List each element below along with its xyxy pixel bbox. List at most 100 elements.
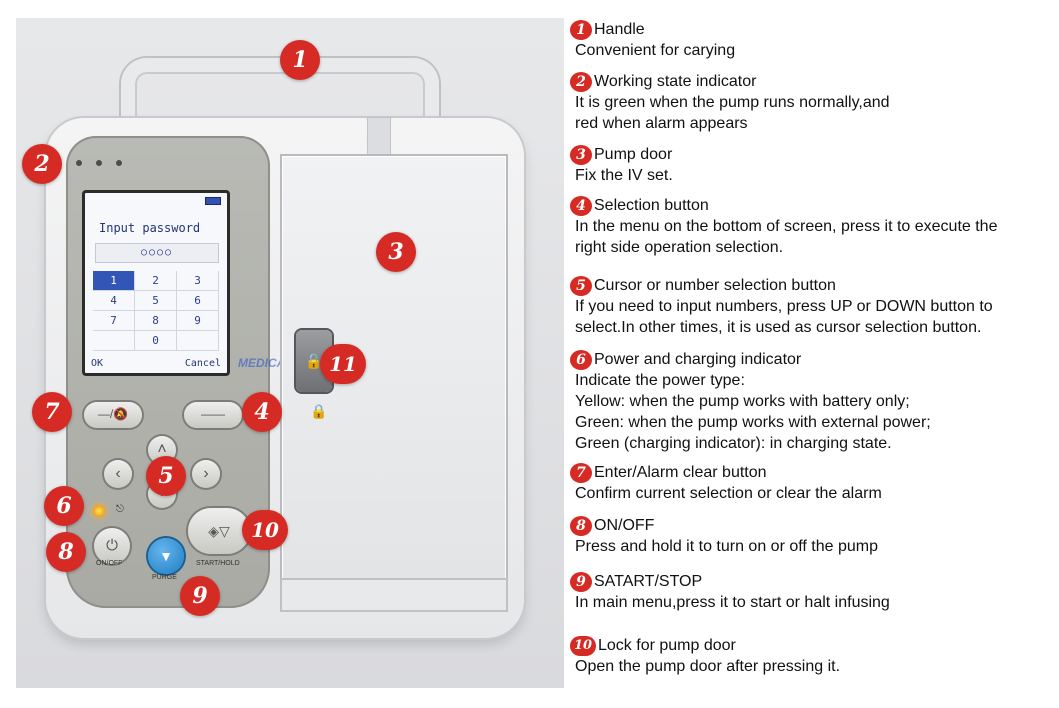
charging-icon: ⎋ [116, 504, 124, 515]
lock-icon: 🔒 [310, 403, 328, 419]
legend-entry-8: 8 ON/OFF Press and hold it to turn on or… [570, 516, 1050, 557]
legend-line: right side operation selection. [575, 239, 784, 256]
left-button[interactable]: ‹ [104, 460, 132, 488]
legend-line: Confirm current selection or clear the a… [575, 485, 882, 502]
chevron-right-icon: › [203, 465, 209, 482]
legend-line: Fix the IV set. [575, 167, 673, 184]
legend-title: Lock for pump door [598, 637, 736, 654]
legend-line: Indicate the power type: [575, 372, 745, 389]
purge-button[interactable]: ▼ [148, 538, 184, 574]
legend-title: SATART/STOP [594, 573, 703, 590]
legend-title: Handle [594, 21, 645, 38]
callout-11: 11 [320, 344, 366, 384]
callout-8: 8 [46, 532, 86, 572]
callout-5: 5 [146, 456, 186, 496]
legend-number: 6 [570, 350, 592, 370]
keypad-key[interactable]: 1 [93, 271, 135, 291]
legend-line: In the menu on the bottom of screen, pre… [575, 218, 998, 235]
keypad-key[interactable]: 0 [135, 331, 177, 351]
legend-entry-2: 2 Working state indicator It is green wh… [570, 72, 1050, 134]
legend-entry-6: 6 Power and charging indicator Indicate … [570, 350, 1050, 454]
legend-title: Selection button [594, 197, 709, 214]
softkey-ok[interactable]: OK [91, 358, 104, 369]
keypad-key[interactable]: 6 [177, 291, 219, 311]
enter-alarm-clear-button[interactable]: —/🔕 [84, 402, 142, 428]
legend-title: Pump door [594, 146, 673, 163]
legend-line: Green (charging indicator): in charging … [575, 435, 892, 452]
start-hold-button[interactable]: ◈▽ [188, 508, 250, 554]
legend-title: ON/OFF [594, 517, 655, 534]
legend-line: Press and hold it to turn on or off the … [575, 538, 878, 555]
watermark-brand: MEDICAL [238, 356, 293, 370]
battery-icon [205, 197, 221, 205]
power-icon: ⏻ [106, 537, 118, 554]
softkey-cancel[interactable]: Cancel [184, 358, 221, 369]
drop-arrow-icon: ▼ [159, 548, 173, 564]
legend-line: Green: when the pump works with external… [575, 414, 931, 431]
legend-line: In main menu,press it to start or halt i… [575, 594, 890, 611]
legend-line: select.In other times, it is used as cur… [575, 319, 982, 336]
chevron-up-icon: ˄ [157, 441, 167, 458]
legend-number: 9 [570, 572, 592, 592]
working-state-leds [76, 160, 122, 166]
callout-7: 7 [32, 392, 72, 432]
legend-number: 1 [570, 20, 592, 40]
keypad-key[interactable]: 7 [93, 311, 135, 331]
keypad-key[interactable]: 5 [135, 291, 177, 311]
selection-button[interactable]: —— [184, 402, 242, 428]
keypad-key [93, 331, 135, 351]
callout-9: 9 [180, 576, 220, 616]
door-slot [368, 118, 390, 156]
led-dot [116, 160, 122, 166]
legend-number: 5 [570, 276, 592, 296]
alarm-mute-icon: —/🔕 [97, 407, 129, 421]
legend-number: 2 [570, 72, 592, 92]
legend-title: Working state indicator [594, 73, 757, 90]
legend-line: Yellow: when the pump works with battery… [575, 393, 910, 410]
legend-number: 4 [570, 196, 592, 216]
keypad-key[interactable]: 4 [93, 291, 135, 311]
led-dot [76, 160, 82, 166]
legend-title: Enter/Alarm clear button [594, 464, 767, 481]
purge-caption: PURGE [152, 574, 177, 581]
legend-number: 8 [570, 516, 592, 536]
callout-10: 10 [242, 510, 288, 550]
legend-line: It is green when the pump runs normally,… [575, 94, 890, 111]
callout-4: 4 [242, 392, 282, 432]
callout-1: 1 [280, 40, 320, 80]
legend-title: Cursor or number selection button [594, 277, 836, 294]
led-dot [96, 160, 102, 166]
screen-softkeys: OK Cancel [91, 358, 221, 369]
legend-title: Power and charging indicator [594, 351, 802, 368]
legend-line: Open the pump door after pressing it. [575, 658, 841, 675]
legend-number: 10 [570, 636, 596, 656]
password-field[interactable]: ○○○○ [95, 243, 219, 263]
power-indicator-led [93, 505, 105, 517]
legend-line: If you need to input numbers, press UP o… [575, 298, 993, 315]
right-button[interactable]: › [192, 460, 220, 488]
keypad-key[interactable]: 8 [135, 311, 177, 331]
door-bottom-edge [282, 580, 506, 610]
power-button[interactable]: ⏻ [94, 528, 130, 564]
start-caption: START/HOLD [196, 560, 240, 567]
legend-number: 3 [570, 145, 592, 165]
keypad-key[interactable]: 2 [135, 271, 177, 291]
keypad-key [177, 331, 219, 351]
power-caption: ON/OFF [96, 560, 123, 567]
callout-6: 6 [44, 486, 84, 526]
keypad-key[interactable]: 3 [177, 271, 219, 291]
screen-title: Input password [99, 221, 201, 235]
legend-entry-9: 9 SATART/STOP In main menu,press it to s… [570, 572, 1050, 613]
legend-line: red when alarm appears [575, 115, 748, 132]
callout-2: 2 [22, 144, 62, 184]
keypad-key[interactable]: 9 [177, 311, 219, 331]
callout-3: 3 [376, 232, 416, 272]
unlock-icon: 🔓 [305, 353, 323, 369]
